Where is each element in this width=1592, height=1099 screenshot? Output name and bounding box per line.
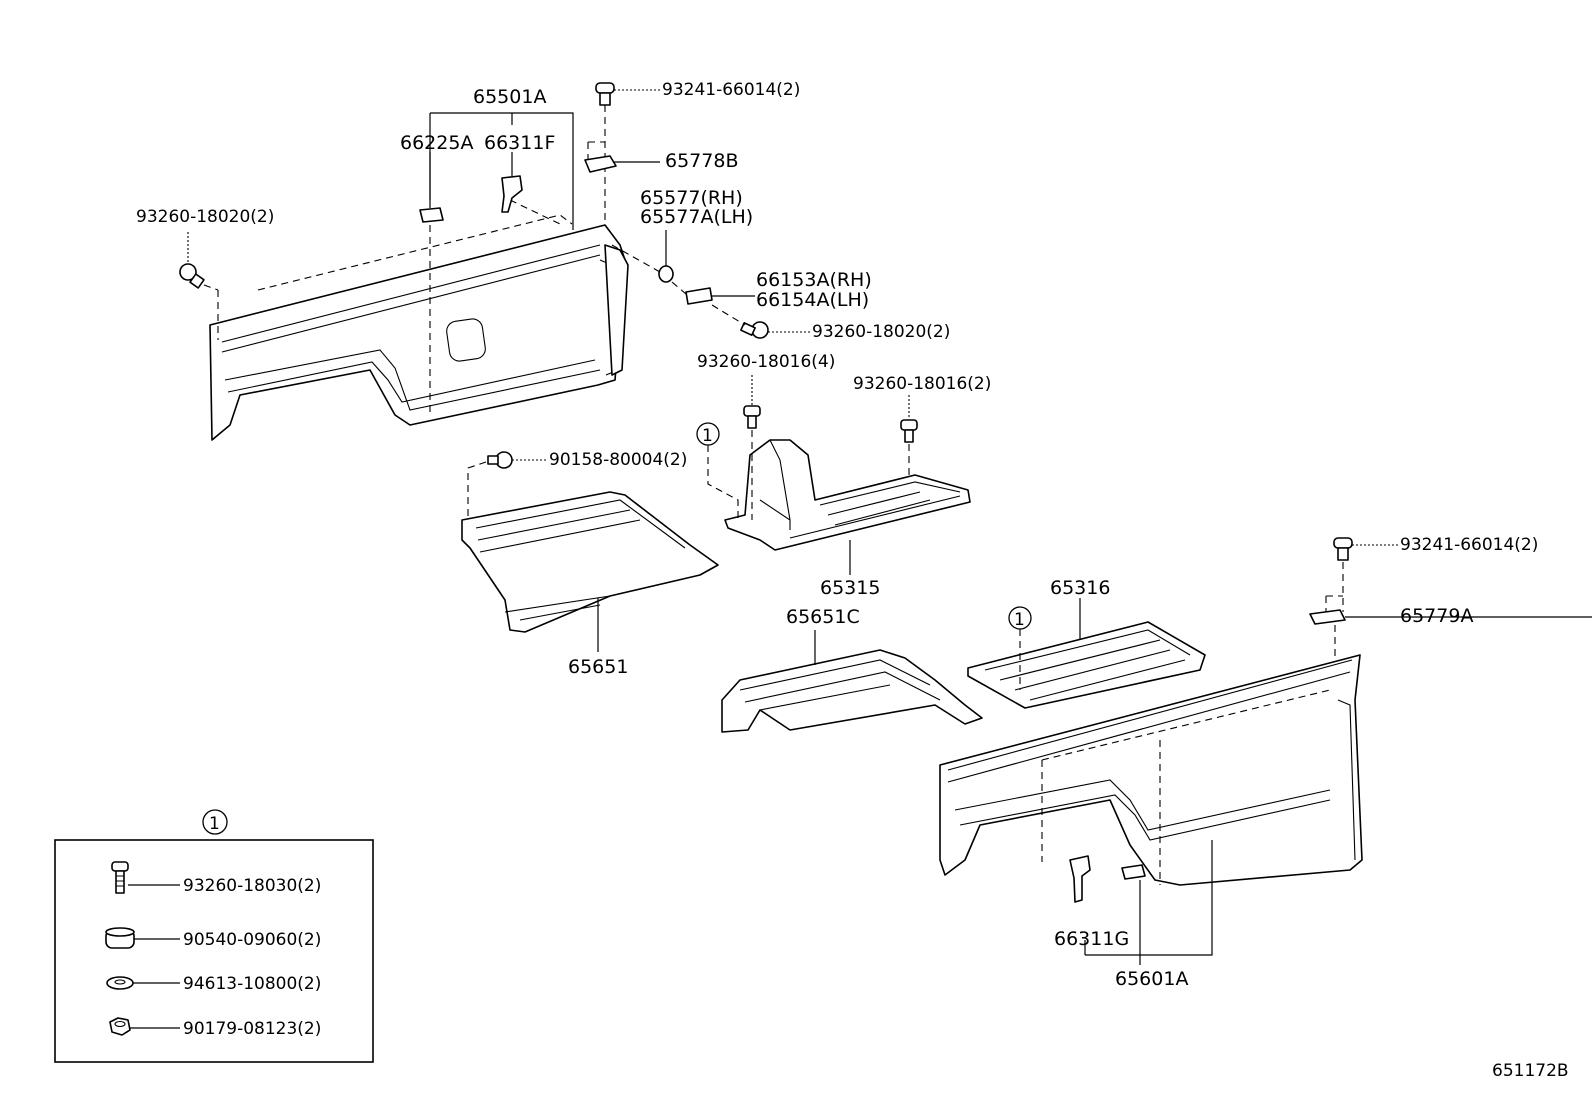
- label-65501A: 65501A: [473, 86, 546, 108]
- inner-panel-65651C[interactable]: [721, 649, 983, 733]
- label-66311F: 66311F: [484, 132, 555, 154]
- screw-90158-icon[interactable]: [487, 451, 513, 469]
- bracket-65778B-icon[interactable]: [584, 155, 617, 173]
- left-bed-side-panel[interactable]: [209, 199, 629, 441]
- label-66154A: 66154A(LH): [756, 289, 869, 311]
- nut-icon: [109, 1017, 131, 1036]
- label-65601A: 65601A: [1115, 968, 1188, 990]
- callout-1-marker-a[interactable]: 1: [696, 422, 720, 446]
- legend-item-4: 90179-08123(2): [183, 1019, 321, 1039]
- bolt-93260-18020-right-icon[interactable]: [740, 321, 769, 339]
- label-66153A: 66153A(RH): [756, 269, 872, 291]
- svg-text:1: 1: [702, 426, 713, 446]
- bracket-65779A-icon[interactable]: [1309, 609, 1346, 625]
- label-93260-18016-2: 93260-18016(2): [853, 374, 991, 394]
- label-93241-right: 93241-66014(2): [1400, 535, 1538, 555]
- label-93260-18020-left: 93260-18020(2): [136, 207, 274, 227]
- clip-right-icon[interactable]: [1121, 864, 1146, 880]
- label-65779A: 65779A: [1400, 605, 1473, 627]
- label-65315: 65315: [820, 577, 880, 599]
- legend-frame: [54, 839, 374, 1063]
- right-bed-side-panel[interactable]: [939, 654, 1363, 886]
- nut-65577-icon[interactable]: [658, 265, 674, 283]
- cushion-icon: [105, 927, 135, 949]
- hook-66311G-icon[interactable]: [1069, 855, 1091, 903]
- plate-66153A-icon[interactable]: [685, 287, 713, 305]
- legend-callout-number: 1: [209, 814, 220, 834]
- legend-box: 1 93260-18030(2) 90540-09060(2) 94613-10…: [54, 809, 374, 1063]
- label-65651C: 65651C: [786, 606, 860, 628]
- inner-panel-65651[interactable]: [461, 491, 719, 633]
- svg-text:1: 1: [1014, 610, 1025, 630]
- legend-item-1: 93260-18030(2): [183, 876, 321, 896]
- bolt-93241-right-icon[interactable]: [1333, 537, 1353, 561]
- floor-panel-65316[interactable]: [967, 621, 1206, 709]
- bolt-93241-top-icon[interactable]: [595, 82, 615, 106]
- label-65577-rh: 65577(RH): [640, 187, 743, 209]
- bolt-93260-18016-4-icon[interactable]: [743, 405, 761, 429]
- label-93241-top: 93241-66014(2): [662, 80, 800, 100]
- bolt-icon: [111, 861, 129, 894]
- legend-item-3: 94613-10800(2): [183, 974, 321, 994]
- label-66311G: 66311G: [1054, 928, 1129, 950]
- legend-callout-marker: [202, 809, 228, 835]
- label-65651: 65651: [568, 656, 628, 678]
- hook-66311F-icon[interactable]: [501, 175, 523, 213]
- bolt-93260-18020-left-icon[interactable]: [179, 263, 205, 289]
- washer-icon: [106, 976, 134, 990]
- legend-item-2: 90540-09060(2): [183, 930, 321, 950]
- label-93260-18020-right: 93260-18020(2): [812, 322, 950, 342]
- label-66225A: 66225A: [400, 132, 473, 154]
- label-65778B: 65778B: [665, 150, 738, 172]
- label-65577A-lh: 65577A(LH): [640, 206, 753, 228]
- wheel-house-floor-65315[interactable]: [724, 439, 971, 551]
- bolt-93260-18016-2-icon[interactable]: [900, 419, 918, 443]
- label-93260-18016-4: 93260-18016(4): [697, 352, 835, 372]
- label-90158: 90158-80004(2): [549, 450, 687, 470]
- callout-1-marker-b[interactable]: 1: [1008, 606, 1032, 630]
- diagram-id: 651172B: [1492, 1061, 1569, 1081]
- clip-66225A-icon[interactable]: [419, 207, 444, 223]
- label-65316: 65316: [1050, 577, 1110, 599]
